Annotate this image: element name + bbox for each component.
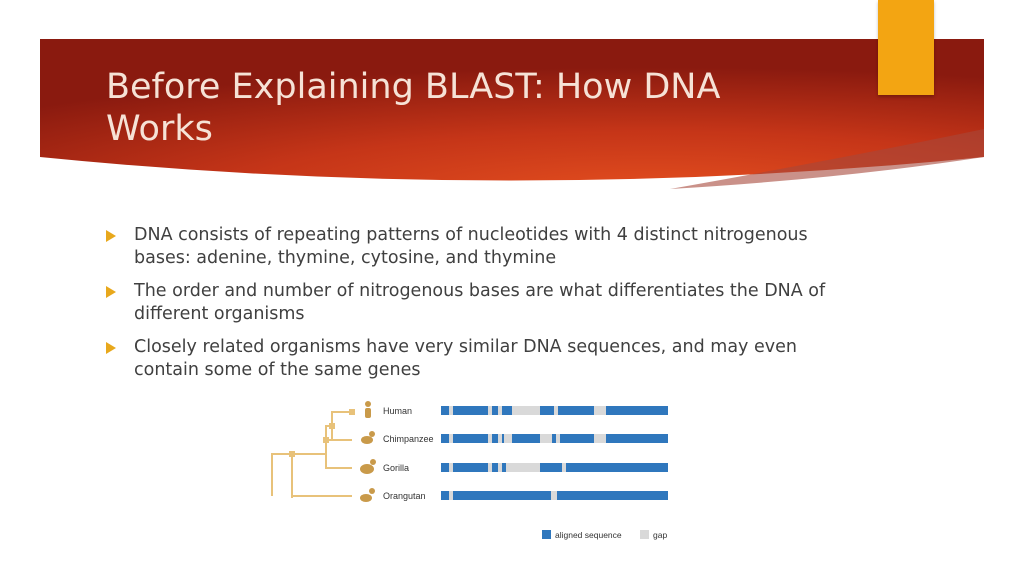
sequence-bar-orangutan <box>441 491 668 500</box>
bullet-arrow-icon <box>106 230 116 242</box>
sequence-bar-human <box>441 406 668 415</box>
legend-label-aligned: aligned sequence <box>555 530 622 540</box>
title-banner <box>40 39 984 189</box>
bullet-arrow-icon <box>106 286 116 298</box>
bullet-item: DNA consists of repeating patterns of nu… <box>106 224 826 270</box>
legend-swatch-aligned <box>542 530 551 539</box>
bullet-text: Closely related organisms have very simi… <box>134 337 797 380</box>
sequence-bar-gorilla <box>441 463 668 472</box>
chimpanzee-icon <box>361 431 375 444</box>
bullet-text: DNA consists of repeating patterns of nu… <box>134 225 808 268</box>
bullet-arrow-icon <box>106 342 116 354</box>
organism-label: Chimpanzee <box>383 434 434 444</box>
sequence-bar-chimpanzee <box>441 434 668 443</box>
bullet-text: The order and number of nitrogenous base… <box>134 281 826 324</box>
sequence-alignment-diagram: Human Chimpanzee Gorilla Orangutan <box>270 390 690 550</box>
tree-nodes <box>289 409 355 457</box>
accent-tab <box>878 0 934 95</box>
organism-label: Gorilla <box>383 463 409 473</box>
bullet-list: DNA consists of repeating patterns of nu… <box>106 224 826 392</box>
legend: aligned sequence gap <box>542 530 667 540</box>
human-icon <box>365 401 371 418</box>
organism-label: Human <box>383 406 412 416</box>
bullet-item: The order and number of nitrogenous base… <box>106 280 826 326</box>
phylogenetic-tree <box>271 411 352 497</box>
orangutan-icon <box>360 488 375 502</box>
slide-title: Before Explaining BLAST: How DNA Works <box>106 67 721 149</box>
legend-swatch-gap <box>640 530 649 539</box>
gorilla-icon <box>360 459 376 474</box>
bullet-item: Closely related organisms have very simi… <box>106 336 826 382</box>
organism-label: Orangutan <box>383 491 426 501</box>
legend-label-gap: gap <box>653 530 667 540</box>
